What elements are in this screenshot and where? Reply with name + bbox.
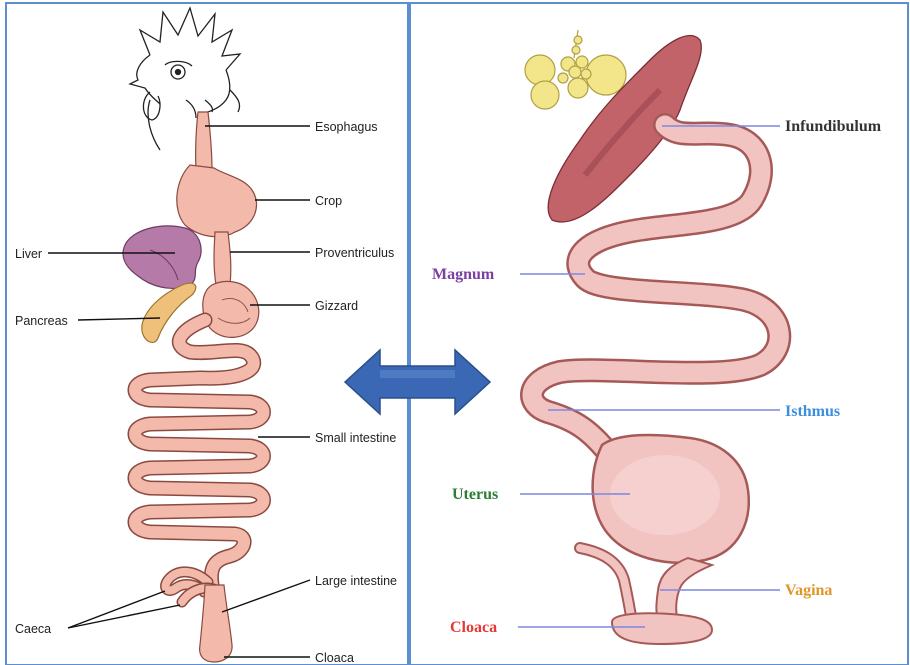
label-small-intestine: Small intestine (315, 431, 396, 445)
label-pancreas: Pancreas (15, 314, 68, 328)
label-proventriculus: Proventriculus (315, 246, 394, 260)
double-arrow-icon (345, 350, 490, 414)
label-magnum: Magnum (432, 266, 495, 283)
label-isthmus: Isthmus (785, 403, 840, 420)
label-crop: Crop (315, 194, 342, 208)
label-vagina: Vagina (785, 582, 832, 599)
rooster-head-drawing (130, 8, 240, 150)
esophagus-tube (196, 112, 212, 170)
cloaca-shape (612, 613, 712, 644)
label-cloaca-left: Cloaca (315, 651, 354, 665)
label-liver: Liver (15, 247, 42, 261)
label-esophagus: Esophagus (315, 120, 378, 134)
ovary-yolk-cluster (525, 30, 626, 109)
label-caeca: Caeca (15, 622, 51, 636)
label-cloaca-right: Cloaca (450, 619, 497, 636)
label-large-intestine: Large intestine (315, 574, 397, 588)
crop-shape (177, 165, 257, 237)
label-gizzard: Gizzard (315, 299, 358, 313)
proventriculus-tube (214, 232, 231, 285)
label-infundibulum: Infundibulum (785, 118, 882, 135)
gizzard-shape (203, 281, 259, 337)
small-intestine-coils (135, 320, 264, 585)
large-intestine-cloaca (200, 585, 232, 662)
label-uterus: Uterus (452, 486, 498, 503)
liver-shape (123, 226, 201, 288)
